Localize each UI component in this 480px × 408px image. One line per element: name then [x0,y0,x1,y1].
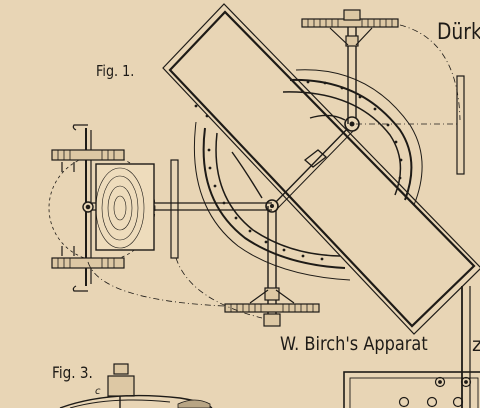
figure-1-label: Fig. 1. [96,62,135,80]
linkage-bar [271,123,357,211]
arc-rail-upper [282,69,423,206]
fig3-partial [59,363,213,408]
bottom-right-machine [343,286,480,408]
part-label-c: c [95,386,101,397]
rail-section-left [170,159,179,259]
top-wheel [301,9,399,124]
page-heading-fragment: Dürk [437,20,480,45]
apparatus-caption: W. Birch's Apparat [280,333,428,355]
bottom-wheel [224,206,320,327]
cut-off-letter: z [472,334,480,356]
figure-3-label: Fig. 3. [52,363,93,382]
rail-section-right [456,75,465,175]
rotated-frame [162,3,480,335]
rail-rivets [194,80,403,261]
arc-rail-lower [193,121,351,281]
side-view-assembly [48,124,156,292]
construction-lines [87,24,461,319]
arc-rail-inner [231,114,346,199]
